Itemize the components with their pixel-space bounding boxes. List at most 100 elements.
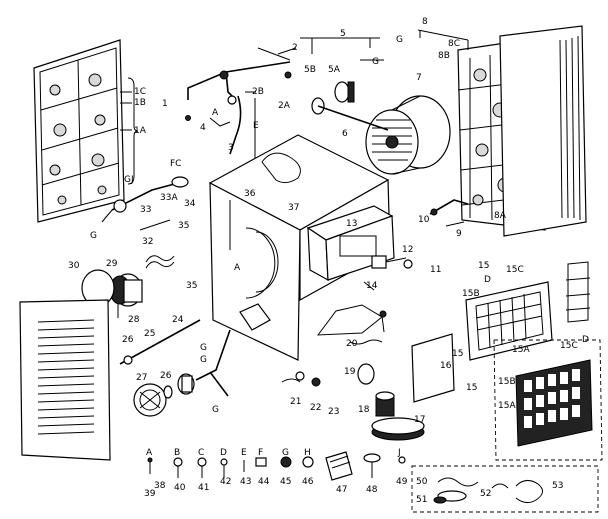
label-5a: 5A: [328, 65, 341, 75]
label-14: 14: [366, 281, 378, 291]
hardware-legend: A B C D E F G H J 38 39 40 41 42 43 44 4…: [144, 448, 563, 505]
label-11: 11: [430, 265, 441, 275]
label-9: 9: [456, 229, 462, 239]
label-gj: GJ: [124, 175, 134, 185]
hw-number: 44: [258, 477, 270, 487]
label-5: 5: [340, 29, 346, 39]
label-17: 17: [414, 415, 425, 425]
access-panel: [411, 333, 455, 403]
hw-letter: A: [146, 448, 153, 458]
label-13: 13: [346, 219, 357, 229]
label-e: E: [253, 121, 259, 131]
label-27: 27: [136, 373, 147, 383]
base-hardware: [281, 310, 387, 387]
label-12: 12: [402, 245, 413, 255]
hw-number: 38: [154, 481, 166, 491]
label-16: 16: [440, 361, 452, 371]
label-30: 30: [68, 261, 80, 271]
side-filter-panel: [567, 261, 589, 323]
label-a2: A: [234, 263, 241, 273]
label-21: 21: [290, 397, 301, 407]
label-26-a: 26: [122, 335, 134, 345]
label-d1: D: [484, 275, 491, 285]
switch-assembly: [363, 255, 413, 291]
label-2a: 2A: [278, 101, 291, 111]
water-distribution-tube: [185, 61, 292, 155]
label-15-mid: 15: [452, 349, 463, 359]
label-a1: A: [212, 108, 219, 118]
hw-letter: D: [220, 448, 227, 458]
label-37: 37: [288, 203, 299, 213]
label-g6: G: [212, 405, 219, 415]
label-1a: 1A: [134, 126, 147, 136]
kit-number: 51: [416, 495, 427, 505]
control-box: [306, 205, 395, 282]
hw-letter: G: [282, 448, 289, 458]
label-2: 2: [292, 43, 298, 53]
motor-shaft-pulley: [119, 319, 231, 417]
hw-number-39: 39: [144, 489, 156, 499]
label-1: 1: [162, 99, 168, 109]
hw-number: 46: [302, 477, 314, 487]
grille-slots: [524, 369, 580, 428]
label-15a-2: 15A: [498, 401, 516, 411]
label-15a-1: 15A: [512, 345, 530, 355]
label-2b: 2B: [252, 87, 264, 97]
hw-letter: J: [397, 448, 401, 458]
hw-letter: F: [258, 448, 263, 458]
hw-letter: B: [174, 448, 180, 458]
left-side-louver-panel: [19, 299, 111, 461]
kit-number: 53: [552, 481, 563, 491]
label-35-lower: 35: [186, 281, 197, 291]
blower-pulley: [311, 81, 389, 131]
label-33a: 33A: [160, 193, 178, 203]
label-19: 19: [344, 367, 356, 377]
pad-texture: [49, 73, 107, 205]
label-18: 18: [358, 405, 370, 415]
label-8a: 8A: [494, 211, 507, 221]
label-24: 24: [172, 315, 184, 325]
hw-number: 41: [198, 483, 209, 493]
label-5b: 5B: [304, 65, 316, 75]
hw-number: 43: [240, 477, 251, 487]
kit-number: 52: [480, 489, 491, 499]
label-34: 34: [184, 199, 196, 209]
label-g3: G: [90, 231, 97, 241]
hw-number: 40: [174, 483, 186, 493]
hardware-glyphs: [147, 451, 406, 481]
hw-number: 42: [220, 477, 231, 487]
hw-number: 47: [336, 485, 347, 495]
label-d2: D: [582, 335, 589, 345]
label-3: 3: [228, 143, 234, 153]
label-32: 32: [142, 237, 153, 247]
label-15b-2: 15B: [498, 377, 516, 387]
right-rear-louver-panel: [499, 25, 587, 237]
label-33: 33: [140, 205, 151, 215]
pad-bracket: [429, 199, 469, 227]
hw-number: 48: [366, 485, 378, 495]
left-rear-louver-panel: [33, 39, 125, 223]
optional-grille-outline: [493, 339, 603, 461]
pump-motor-assembly: [81, 176, 189, 318]
label-25: 25: [144, 329, 155, 339]
water-pump: [371, 391, 425, 441]
label-15-top: 15: [478, 261, 489, 271]
hw-letter: C: [198, 448, 204, 458]
label-26-b: 26: [160, 371, 172, 381]
label-15c-2: 15C: [560, 341, 578, 351]
label-15-low: 15: [466, 383, 477, 393]
label-10: 10: [418, 215, 430, 225]
label-8: 8: [422, 17, 428, 27]
label-22: 22: [310, 403, 321, 413]
label-20: 20: [346, 339, 358, 349]
label-7: 7: [416, 73, 422, 83]
hw-letter: H: [304, 448, 311, 458]
label-8c: 8C: [448, 39, 460, 49]
label-1c: 1C: [134, 87, 146, 97]
label-g5: G: [200, 355, 207, 365]
label-35-upper: 35: [178, 221, 189, 231]
label-g2: G: [372, 57, 379, 67]
label-g1: G: [396, 35, 403, 45]
